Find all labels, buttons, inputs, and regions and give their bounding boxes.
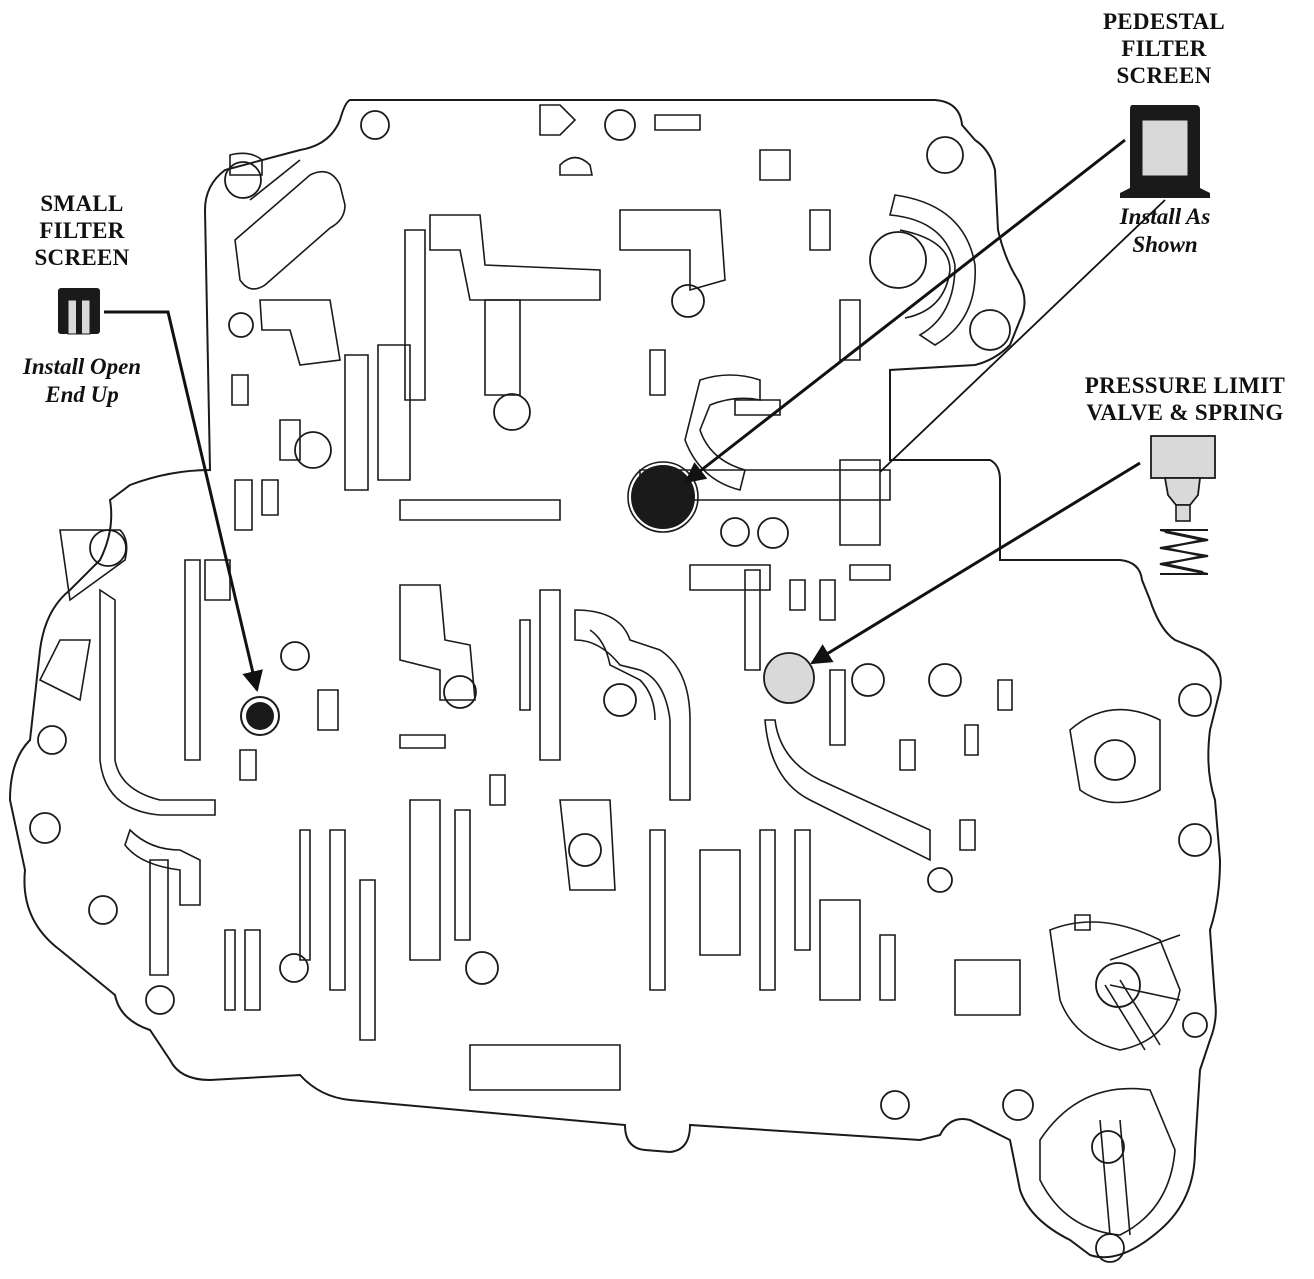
pressure-limit-title-line: VALVE & SPRING bbox=[1086, 400, 1284, 425]
pedestal-filter-note-line: Shown bbox=[1132, 232, 1198, 257]
pressure-limit-arrow bbox=[810, 461, 1141, 665]
pedestal-filter-title: PEDESTAL FILTER SCREEN bbox=[1085, 8, 1243, 89]
small-filter-title-line: FILTER bbox=[39, 218, 125, 243]
leader-arrows bbox=[104, 138, 1141, 693]
small-filter-title-line: SCREEN bbox=[34, 245, 130, 270]
pressure-limit-title-line: PRESSURE LIMIT bbox=[1084, 373, 1286, 398]
small-filter-title: SMALL FILTER SCREEN bbox=[18, 190, 146, 271]
valve-body-outline bbox=[8, 99, 1222, 1259]
pedestal-filter-note-line: Install As bbox=[1119, 204, 1211, 229]
small-filter-note-line: Install Open bbox=[22, 354, 142, 379]
small-filter-note-line: End Up bbox=[45, 382, 119, 407]
bolt-holes bbox=[29, 109, 1212, 1263]
small-filter-location-ring bbox=[240, 696, 280, 736]
fluid-passages bbox=[38, 104, 1181, 1236]
pressure-limit-title: PRESSURE LIMIT VALVE & SPRING bbox=[1060, 372, 1310, 426]
pedestal-filter-title-line: PEDESTAL bbox=[1102, 9, 1226, 34]
pedestal-filter-note: Install As Shown bbox=[1090, 203, 1240, 259]
small-filter-arrow bbox=[104, 310, 263, 693]
pedestal-filter-location-ring bbox=[627, 461, 699, 533]
small-filter-screen-icon bbox=[58, 288, 100, 335]
pedestal-filter-arrow bbox=[684, 138, 1126, 484]
pressure-limit-valve-icon bbox=[1150, 435, 1216, 522]
pedestal-filter-location bbox=[631, 465, 695, 529]
pedestal-filter-title-line: FILTER bbox=[1121, 36, 1207, 61]
pedestal-filter-guide bbox=[879, 199, 1166, 473]
small-filter-location bbox=[246, 702, 274, 730]
pedestal-filter-title-line: SCREEN bbox=[1116, 63, 1212, 88]
small-filter-note: Install Open End Up bbox=[4, 353, 160, 409]
spring-icon bbox=[1159, 529, 1209, 575]
small-filter-title-line: SMALL bbox=[40, 191, 124, 216]
pedestal-filter-screen-icon bbox=[1120, 105, 1210, 198]
pressure-limit-valve-location bbox=[763, 652, 815, 704]
